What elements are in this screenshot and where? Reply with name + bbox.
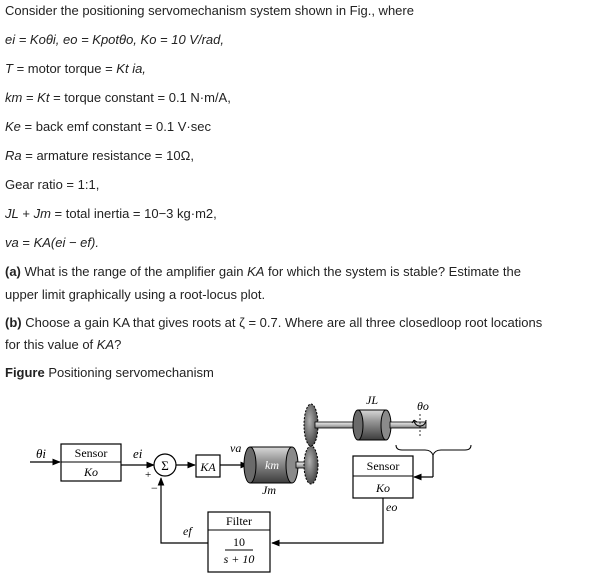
- qb-text3: ?: [114, 337, 122, 352]
- rotation-arrow-icon: [413, 419, 427, 427]
- param-line-va: va = KA(ei − ef).: [5, 235, 99, 251]
- sensor-gain: Ko: [83, 465, 98, 479]
- motor-constant: km: [265, 458, 279, 472]
- amplifier-gain: KA: [199, 460, 216, 474]
- eo-label: eo: [386, 500, 397, 514]
- sym-va: va: [5, 235, 19, 250]
- param-line-ke: Ke = back emf constant = 0.1 V·sec: [5, 119, 211, 135]
- filter-block: [207, 511, 271, 573]
- amplifier-block: [195, 454, 221, 478]
- theta-o-label: θo: [417, 399, 429, 413]
- motor-end-left: [243, 446, 257, 484]
- qa-text1: What is the range of the amplifier gain: [20, 264, 248, 279]
- param-line-ra: Ra = armature resistance = 10Ω,: [5, 148, 194, 164]
- theta-i-label: θi: [36, 446, 46, 461]
- rotation-arrowhead-icon: [411, 419, 418, 424]
- ef-feedback-path: [157, 477, 208, 544]
- question-a-line2: upper limit graphically using a root-loc…: [5, 287, 266, 302]
- sigma-symbol: Σ: [161, 458, 169, 473]
- lower-gear: [303, 445, 319, 485]
- output-brace: [395, 444, 472, 457]
- sym-km: km: [5, 90, 23, 105]
- param-line-gear: Gear ratio = 1:1,: [5, 177, 100, 192]
- qa-text2: for which the system is stable? Estimate…: [264, 264, 521, 279]
- sensor-gain: Ko: [375, 481, 390, 495]
- torque-def: = motor torque =: [12, 61, 117, 76]
- ef-label: ef: [183, 524, 193, 538]
- inertia-def: = total inertia = 10−3 kg·m2,: [50, 206, 217, 221]
- param-line-gains: ei = Koθi, eo = Kpotθo, Ko = 10 V/rad,: [5, 32, 224, 47]
- plus-sign: +: [145, 469, 151, 481]
- minus-sign: −: [151, 481, 158, 495]
- motor-body: [249, 446, 293, 484]
- question-b-line2: for this value of KA?: [5, 337, 121, 353]
- figure-label: Figure: [5, 365, 45, 380]
- sym-jl: JL: [5, 206, 19, 221]
- question-b-line1: (b) Choose a gain KA that gives roots at…: [5, 315, 542, 331]
- sym-ka: KA: [96, 337, 115, 352]
- sensor-label: Sensor: [75, 446, 108, 460]
- filter-denominator: s + 10: [224, 552, 255, 566]
- eq-sign: =: [18, 235, 34, 250]
- servomechanism-diagram: θi Sensor Ko ei + Σ − KA va km Jm JL θo: [30, 393, 472, 573]
- jm-label: Jm: [262, 483, 276, 497]
- sym-T: T: [5, 61, 13, 76]
- plus-sign: +: [18, 206, 34, 221]
- param-line-torque: T = motor torque = Kt ia,: [5, 61, 146, 77]
- sym-ka: KA: [247, 264, 265, 279]
- sensor-label: Sensor: [367, 459, 400, 473]
- sym-jm: Jm: [33, 206, 51, 221]
- filter-numerator: 10: [233, 535, 245, 549]
- load-end-right: [380, 409, 392, 441]
- ei-label: ei: [133, 446, 143, 461]
- ra-def: = armature resistance = 10Ω,: [21, 148, 194, 163]
- intro-text: Consider the positioning servomechanism …: [5, 3, 414, 18]
- eo-feedback-path: [271, 498, 384, 547]
- sym-kt: Kt: [37, 90, 50, 105]
- sym-ra: Ra: [5, 148, 22, 163]
- qb-text2: for this value of: [5, 337, 97, 352]
- param-line-km: km = Kt = torque constant = 0.1 N·m/A,: [5, 90, 231, 106]
- question-b-label: (b): [5, 315, 22, 330]
- sensor-block-output: [352, 455, 414, 499]
- va-expr: KA(ei − ef).: [33, 235, 99, 250]
- question-a-label: (a): [5, 264, 21, 279]
- load-shaft-right: [389, 421, 427, 429]
- eq-sign: =: [22, 90, 38, 105]
- question-a-line1: (a) What is the range of the amplifier g…: [5, 264, 521, 280]
- figure-caption-text: Positioning servomechanism: [44, 365, 214, 380]
- load-shaft-left: [314, 421, 358, 429]
- torque-expr: Kt ia,: [116, 61, 146, 76]
- figure-caption: Figure Positioning servomechanism: [5, 365, 214, 381]
- sym-ke: Ke: [5, 119, 21, 134]
- qb-text1: Choose a gain KA that gives roots at ζ =…: [21, 315, 543, 330]
- load-end-left: [352, 409, 364, 441]
- jl-label: JL: [366, 393, 378, 407]
- va-label: va: [230, 441, 241, 455]
- filter-label: Filter: [226, 514, 252, 528]
- ke-def: = back emf constant = 0.1 V·sec: [20, 119, 211, 134]
- km-def: = torque constant = 0.1 N·m/A,: [49, 90, 231, 105]
- param-line-inertia: JL + Jm = total inertia = 10−3 kg·m2,: [5, 206, 217, 222]
